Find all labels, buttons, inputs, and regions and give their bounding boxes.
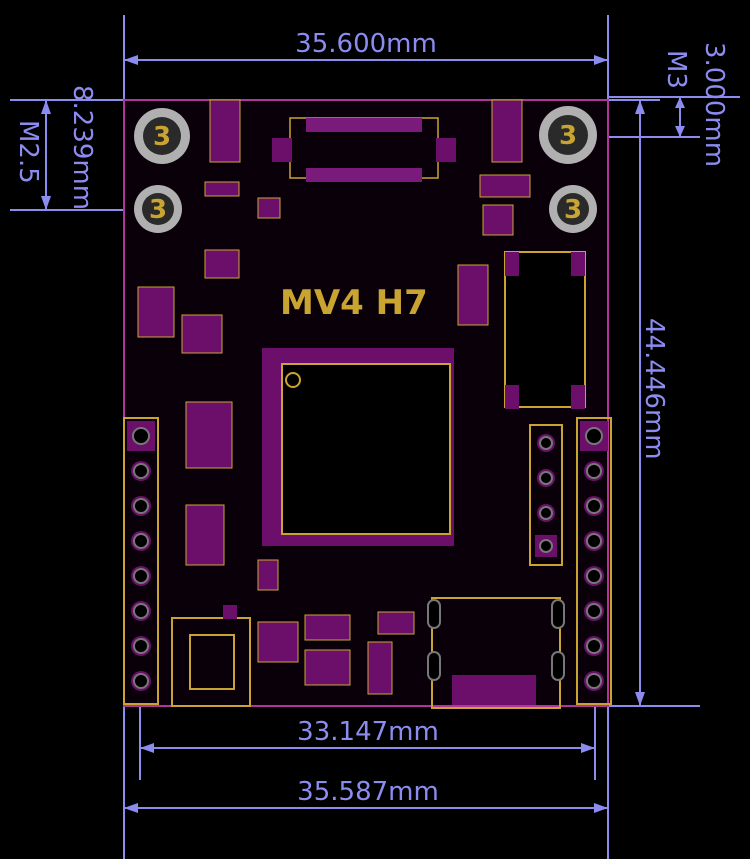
- dimension-right-hole-size: M3: [661, 50, 691, 89]
- mcu-chip: [262, 348, 454, 546]
- hole-marker: 3: [564, 195, 582, 225]
- dimension-right-hole-offset: 3.000mm: [699, 42, 729, 167]
- dimension-left-hole-size: M2.5: [13, 120, 43, 184]
- board-label: MV4 H7: [280, 283, 428, 323]
- mounting-holes: 3 3 3 3: [134, 106, 597, 233]
- hole-marker: 3: [153, 122, 171, 152]
- dimension-lines: [10, 15, 740, 859]
- button-footprint: [171, 605, 251, 707]
- left-pin-header: [123, 417, 159, 705]
- dimension-header-span: 33.147mm: [297, 717, 439, 747]
- dimension-top-width: 35.600mm: [295, 29, 437, 59]
- dimension-bottom-width: 35.587mm: [297, 777, 439, 807]
- dimension-arrows: [41, 55, 685, 813]
- right-pin-header: [576, 417, 612, 705]
- left-components: [137, 286, 415, 695]
- dimension-right-height: 44.446mm: [639, 318, 669, 460]
- hole-marker: 3: [149, 195, 167, 225]
- inner-pin-header: [529, 424, 563, 566]
- hole-marker: 3: [559, 121, 577, 151]
- top-connector: [272, 117, 456, 182]
- flash-module: [504, 251, 586, 409]
- dimension-left-hole-offset: 8.239mm: [67, 85, 97, 210]
- usb-connector: [427, 597, 565, 709]
- top-components: [204, 99, 531, 326]
